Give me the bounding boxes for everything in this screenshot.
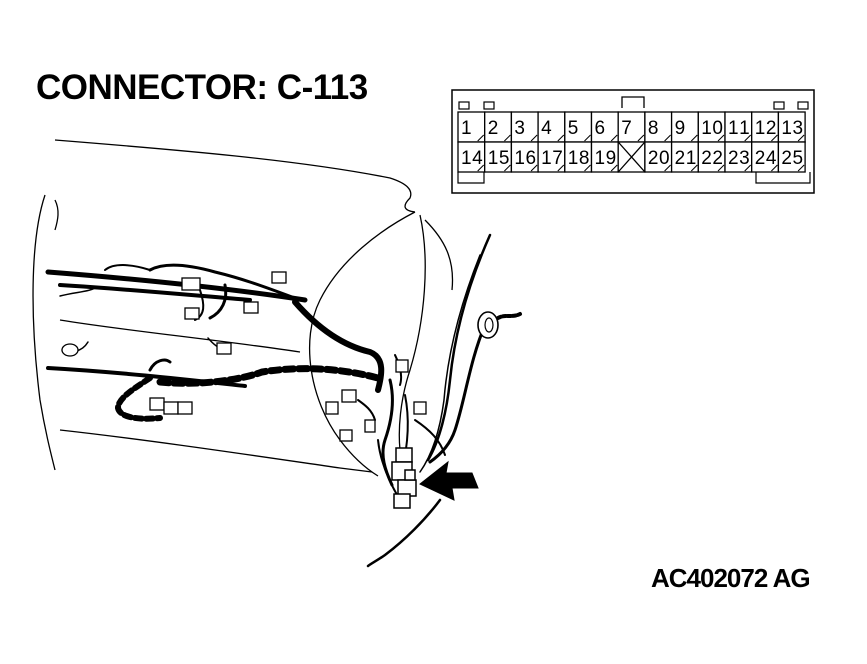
- pin-number: 11: [728, 118, 750, 139]
- pin-number: 18: [568, 148, 590, 169]
- target-connector-c113: [391, 447, 417, 509]
- pin-number: 14: [461, 148, 483, 169]
- figure-id: AC402072 AG: [651, 563, 811, 593]
- pin-cavity: [777, 111, 806, 143]
- pin-key-mark: [584, 164, 591, 172]
- pin-key-mark: [797, 134, 805, 142]
- pin-number: 7: [621, 118, 632, 139]
- pin-key-mark: [530, 134, 538, 142]
- pin-cavity: [590, 141, 619, 173]
- pin-number: 19: [595, 148, 617, 169]
- pin-key-mark: [637, 134, 645, 142]
- pin-key-mark: [771, 134, 778, 142]
- pin-number: 2: [488, 118, 499, 139]
- pin-number: 1: [461, 118, 472, 139]
- pin-key-mark: [504, 134, 511, 142]
- pin-number: 15: [488, 148, 510, 169]
- pin-cavity: [777, 141, 806, 173]
- pin-number: 16: [514, 148, 536, 169]
- pin-cavity: [644, 141, 673, 173]
- pin-number: 24: [755, 148, 777, 169]
- pin-cavity: [670, 111, 699, 143]
- pin-cavity: [537, 111, 566, 143]
- pin-key-mark: [717, 134, 725, 142]
- wiring-harness: [45, 233, 522, 568]
- pin-number: 12: [755, 118, 777, 139]
- pin-key-mark: [530, 164, 538, 172]
- pin-key-mark: [664, 134, 671, 142]
- pin-cavity: [510, 141, 539, 173]
- pin-cavity: [697, 141, 726, 173]
- pin-key-mark: [477, 134, 485, 142]
- pin-number: 4: [541, 118, 552, 139]
- pin-key-mark: [477, 164, 485, 172]
- pin-number: 9: [675, 118, 686, 139]
- pin-cavity: [537, 141, 566, 173]
- harness-connectors: [61, 271, 427, 442]
- pin-cavity: [751, 141, 780, 173]
- grommet-icon: [477, 311, 499, 339]
- vehicle-body-outline: [32, 139, 454, 477]
- pin-number: 17: [541, 148, 563, 169]
- pin-key-mark: [664, 164, 671, 172]
- pin-key-mark: [690, 164, 698, 172]
- pin-number: 25: [781, 148, 803, 169]
- pin-number: 22: [701, 148, 723, 169]
- pin-cavity: [484, 141, 513, 173]
- pin-key-mark: [690, 134, 698, 142]
- pin-cavity: [670, 141, 699, 173]
- pin-key-mark: [744, 134, 752, 142]
- pin-key-mark: [584, 134, 591, 142]
- pin-cavity: [457, 141, 486, 173]
- locator-arrow-icon: [419, 460, 479, 501]
- pin-key-mark: [744, 164, 752, 172]
- pin-number: 13: [781, 118, 803, 139]
- pin-number: 21: [675, 148, 697, 169]
- pin-key-mark: [797, 164, 805, 172]
- pin-key-mark: [557, 134, 565, 142]
- pin-number: 5: [568, 118, 579, 139]
- pin-cavity: [564, 141, 593, 173]
- pin-number: 20: [648, 148, 670, 169]
- pin-number: 23: [728, 148, 750, 169]
- pin-key-mark: [610, 134, 618, 142]
- pin-key-mark: [771, 164, 778, 172]
- pin-number: 8: [648, 118, 659, 139]
- pin-key-mark: [610, 164, 618, 172]
- connector-title: CONNECTOR: C-113: [36, 68, 368, 107]
- pin-number: 6: [595, 118, 606, 139]
- pin-key-mark: [557, 164, 565, 172]
- pin-key-mark: [504, 164, 511, 172]
- pin-number: 3: [514, 118, 525, 139]
- pin-cavity: [724, 141, 753, 173]
- pin-cavity: [510, 111, 539, 143]
- unused-cavity-icon: [617, 141, 646, 173]
- pin-key-mark: [717, 164, 725, 172]
- pin-number: 10: [701, 118, 723, 139]
